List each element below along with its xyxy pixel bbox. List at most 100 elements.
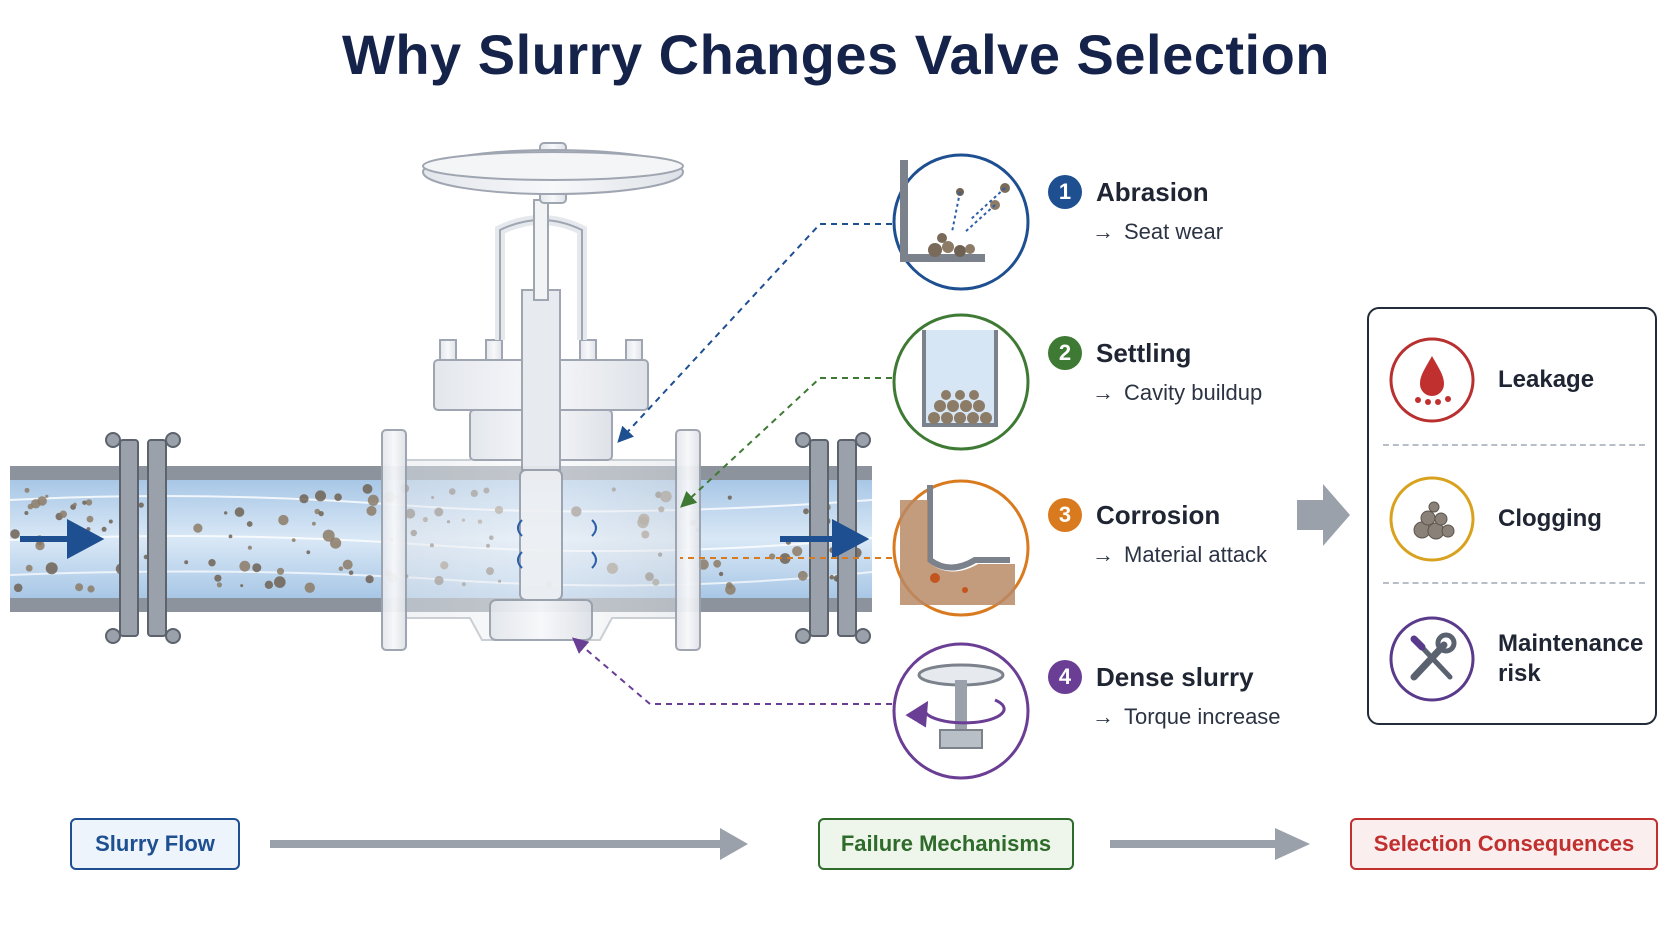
slurry-particle: [252, 563, 262, 573]
slurry-particle: [803, 508, 809, 515]
slurry-particle: [108, 519, 113, 524]
stage-failure-mechanisms: Failure Mechanisms: [818, 818, 1074, 870]
consequence-maintenance-risk: Maintenance risk: [1369, 609, 1655, 709]
arrow-right-icon: →: [1092, 219, 1114, 244]
slurry-particle: [306, 550, 311, 555]
stage-arrow-2: [1110, 828, 1310, 860]
slurry-particle: [87, 585, 95, 593]
slurry-particle: [299, 494, 309, 504]
slurry-particle: [25, 564, 33, 572]
flow-in-arrow: [20, 518, 105, 560]
mechanism-dense-slurry: 4 Dense slurry → Torque increase: [1048, 660, 1281, 730]
slurry-particle: [208, 559, 216, 567]
slurry-particle: [334, 493, 342, 502]
slurry-particle: [727, 495, 732, 500]
slurry-particle: [101, 526, 107, 532]
slurry-particle: [362, 484, 373, 494]
slurry-particle: [792, 546, 803, 557]
mechanism-name: Settling: [1096, 337, 1192, 368]
slurry-particle: [365, 575, 374, 584]
slurry-particle: [13, 583, 23, 593]
consequence-clogging: Clogging: [1369, 469, 1655, 569]
stage-slurry-flow: Slurry Flow: [70, 818, 240, 870]
consequence-leakage: Leakage: [1369, 330, 1655, 430]
mechanism-name: Abrasion: [1096, 176, 1209, 207]
mechanism-name: Dense slurry: [1096, 661, 1254, 692]
to-consequences-arrow: [1297, 484, 1350, 546]
consequence-label: Leakage: [1498, 366, 1595, 393]
slurry-particle: [274, 576, 286, 588]
slurry-particle: [779, 553, 791, 564]
slurry-particle: [35, 540, 45, 551]
consequence-label: Maintenance risk: [1498, 630, 1644, 687]
slurry-particle: [338, 566, 344, 571]
slurry-particle: [240, 584, 244, 588]
arrow-right-icon: →: [1092, 704, 1114, 729]
slurry-particle: [342, 559, 353, 570]
slurry-particle: [24, 487, 30, 493]
leader-dense-slurry: [571, 637, 892, 705]
slurry-particle: [85, 499, 93, 506]
slurry-particle: [829, 574, 834, 580]
slurry-particle: [247, 545, 252, 550]
slurry-particle: [366, 505, 377, 516]
leader-abrasion: [617, 223, 892, 443]
slurry-particle: [718, 571, 724, 577]
slurry-particle: [234, 507, 245, 517]
slurry-particle: [27, 503, 34, 510]
slurry-particle: [228, 534, 233, 539]
slurry-particle: [713, 559, 722, 568]
slurry-particle: [239, 560, 251, 572]
detail-dense-slurry: [892, 642, 1030, 780]
slurry-particle: [278, 514, 289, 526]
slurry-particle: [214, 574, 222, 582]
consequence-label: Clogging: [1498, 505, 1602, 532]
badge-4: 4: [1048, 660, 1082, 694]
consequences-panel: Leakage Clogging Maintenance risk: [1367, 307, 1657, 725]
slurry-particle: [59, 510, 67, 518]
leader-settling: [680, 377, 892, 508]
stage-arrow-1: [270, 828, 748, 860]
slurry-particle: [322, 529, 335, 542]
slurry-particle: [138, 502, 144, 508]
slurry-particle: [75, 583, 84, 592]
mechanism-effect: Torque increase: [1124, 704, 1281, 729]
slurry-particle: [367, 494, 379, 506]
slurry-particle: [224, 511, 228, 515]
badge-1: 1: [1048, 175, 1082, 209]
badge-3: 3: [1048, 498, 1082, 532]
arrow-right-icon: →: [1092, 380, 1114, 405]
slurry-particle: [304, 582, 315, 593]
slurry-particle: [726, 582, 733, 589]
slurry-particle: [318, 510, 324, 517]
page-title: Why Slurry Changes Valve Selection: [341, 23, 1330, 86]
slurry-particle: [184, 560, 189, 565]
rocks-icon: [1389, 476, 1475, 562]
slurry-particle: [264, 580, 274, 589]
detail-settling: [892, 313, 1030, 451]
wrench-screwdriver-icon: [1389, 616, 1475, 702]
slurry-particle: [315, 490, 326, 502]
detail-abrasion: [892, 153, 1030, 291]
mechanism-effect: Material attack: [1124, 542, 1268, 567]
slurry-particle: [45, 562, 58, 575]
slurry-particle: [348, 570, 354, 575]
detail-corrosion: [892, 479, 1030, 617]
slurry-particle: [312, 521, 316, 526]
slurry-particle: [73, 502, 77, 507]
slurry-particle: [10, 529, 20, 539]
slurry-particle: [82, 500, 87, 505]
flow-out-arrow: [780, 518, 870, 560]
arrow-right-icon: →: [1092, 542, 1114, 567]
divider: [1383, 444, 1645, 446]
slurry-particle: [45, 494, 49, 498]
slurry-particle: [193, 523, 203, 533]
stage-selection-consequences: Selection Consequences: [1350, 818, 1658, 870]
mechanism-effect: Cavity buildup: [1124, 380, 1263, 405]
slurry-particle: [216, 582, 222, 588]
valve-seat-marks: [517, 519, 597, 569]
